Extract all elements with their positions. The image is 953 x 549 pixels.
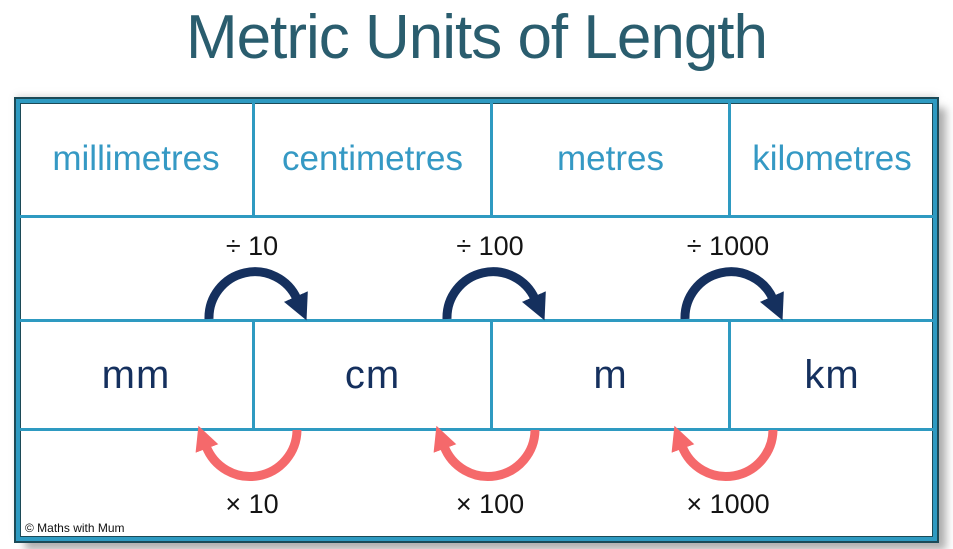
divide-by-100-label: ÷ 100 [456,231,524,261]
abbreviations-row: mm cm m km [20,322,933,431]
unit-label: kilometres [752,139,912,178]
unit-cell-centimetres: centimetres [255,103,493,215]
divide-arrow-icon [204,267,308,321]
multiply-arrow-icon [433,425,540,481]
unit-label: millimetres [52,139,220,178]
abbrev-cell-mm: mm [20,322,255,428]
divide-arrow-icon [442,267,546,321]
unit-label: centimetres [282,139,463,178]
multiply-by-10-label: × 10 [225,489,279,519]
unit-cell-metres: metres [493,103,731,215]
copyright-text: © Maths with Mum [25,521,125,535]
abbrev-label: mm [101,352,171,397]
unit-cell-millimetres: millimetres [20,103,255,215]
divide-arrow-icon [680,267,784,321]
divide-row: ÷ 10 ÷ 100 ÷ 1000 [20,218,933,322]
abbrev-cell-km: km [731,322,933,428]
abbrev-label: m [593,352,628,397]
divide-by-10-label: ÷ 10 [225,231,279,261]
multiply-by-100-label: × 100 [455,489,525,519]
multiply-by-1000-label: × 1000 [686,489,770,519]
conversion-table: millimetres centimetres metres kilometre… [16,99,937,541]
unit-cell-kilometres: kilometres [731,103,933,215]
abbrev-cell-cm: cm [255,322,493,428]
multiply-row: × 10 × 100 × 1000 [20,425,933,537]
divide-by-1000-label: ÷ 1000 [686,231,770,261]
units-row: millimetres centimetres metres kilometre… [20,103,933,218]
abbrev-label: cm [344,352,401,397]
page-title: Metric Units of Length [185,3,768,72]
multiply-arrow-icon [195,425,302,481]
abbrev-cell-m: m [493,322,731,428]
multiply-arrow-icon [671,425,778,481]
unit-label: metres [557,139,664,178]
abbrev-label: km [804,352,860,397]
